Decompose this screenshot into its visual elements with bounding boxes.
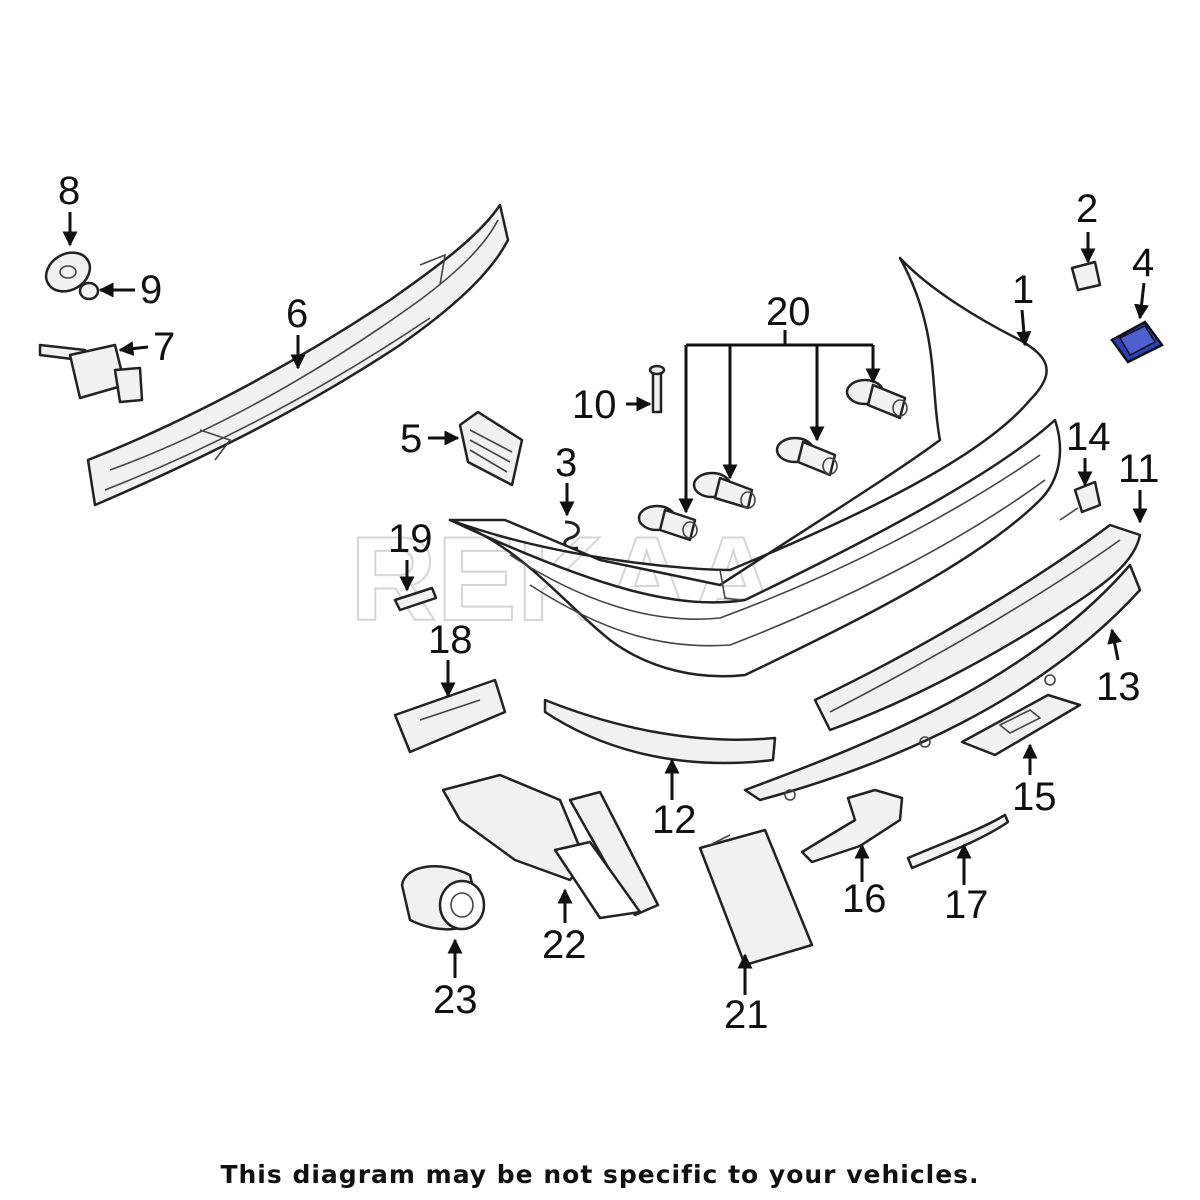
callout-21: 21 <box>724 993 769 1037</box>
module-bracket <box>441 773 660 920</box>
sensor-housing <box>400 865 486 931</box>
highlighted-part-4 <box>1110 320 1164 364</box>
side-bracket <box>393 678 507 754</box>
parking-sensor <box>845 378 908 420</box>
disclaimer-text: This diagram may be not specific to your… <box>220 1160 980 1189</box>
callout-9: 9 <box>140 268 162 312</box>
callout-1: 1 <box>1012 268 1034 312</box>
callout-22: 22 <box>542 923 587 967</box>
callout-3: 3 <box>555 441 577 485</box>
parking-sensor <box>637 504 698 542</box>
callout-2: 2 <box>1076 187 1098 231</box>
nut <box>78 281 100 301</box>
callout-16: 16 <box>842 877 887 921</box>
callout-8: 8 <box>58 169 80 213</box>
callout-labels: 1 2 3 4 5 6 7 8 9 10 11 12 13 14 15 16 1… <box>58 169 1160 1037</box>
parking-sensor <box>775 436 838 477</box>
bolt <box>648 364 666 414</box>
callout-6: 6 <box>286 292 308 336</box>
callout-12: 12 <box>652 798 697 842</box>
retainer-clip <box>1070 260 1102 292</box>
tow-hook-cap <box>1059 480 1102 521</box>
control-module <box>698 828 814 967</box>
parking-sensor <box>692 471 756 510</box>
callout-14: 14 <box>1066 415 1111 459</box>
callout-18: 18 <box>428 618 473 662</box>
mounting-bracket <box>38 343 144 404</box>
leader-lines <box>62 212 1149 995</box>
vent-grille <box>458 410 524 487</box>
locating-pin <box>393 586 438 612</box>
callout-19: 19 <box>388 517 433 561</box>
callout-17: 17 <box>944 883 989 927</box>
bumper-bracket <box>800 788 904 864</box>
parking-sensors <box>637 378 908 542</box>
lower-trim-strip <box>743 563 1142 802</box>
reflector-plate <box>960 693 1082 757</box>
callout-5: 5 <box>400 417 422 461</box>
callout-20: 20 <box>766 290 811 334</box>
callout-13: 13 <box>1096 665 1141 709</box>
callout-15: 15 <box>1012 775 1057 819</box>
lower-valance <box>813 523 1142 732</box>
lower-molding <box>543 698 777 765</box>
callout-11: 11 <box>1118 447 1160 491</box>
mount-flange <box>44 251 92 293</box>
callout-4: 4 <box>1132 241 1154 285</box>
reinforcement-beam <box>86 203 510 507</box>
callout-7: 7 <box>153 325 175 369</box>
trim-bracket <box>906 813 1010 870</box>
callout-10: 10 <box>572 383 617 427</box>
callout-23: 23 <box>433 978 478 1022</box>
